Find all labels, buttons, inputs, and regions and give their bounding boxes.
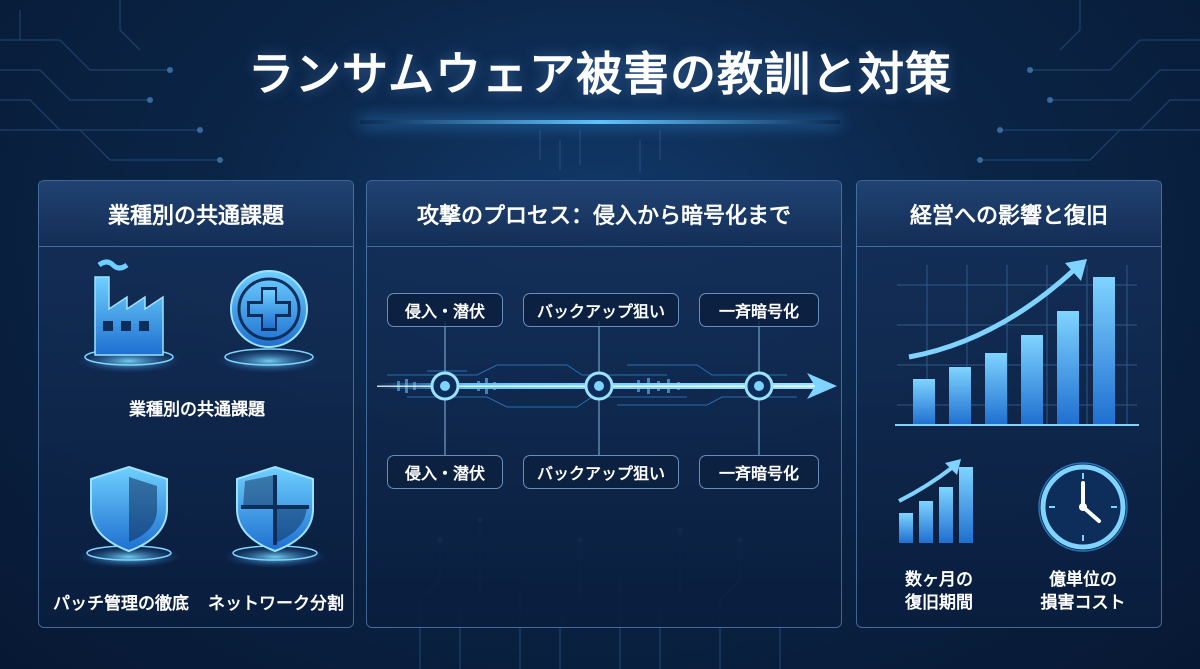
medical-cross-icon	[217, 270, 321, 373]
network-segmentation-caption: ネットワーク分割	[208, 594, 344, 614]
patch-management-caption: パッチ管理の徹底	[53, 594, 189, 614]
attack-process-heading: 攻撃のプロセス：侵入から暗号化まで	[367, 181, 841, 247]
industry-panel-heading: 業種別の共通課題	[39, 181, 353, 247]
stage-mass-encryption-bottom: 一斉暗号化	[699, 455, 819, 489]
recovery-period-line1: 数ヶ月の	[905, 570, 973, 590]
business-impact-panel: 経営への影響と復旧	[856, 180, 1162, 628]
industry-panel: 業種別の共通課題 業種別の共通課題	[38, 180, 354, 628]
bar-chart-icon	[895, 259, 1139, 426]
segmented-shield-icon	[223, 465, 327, 568]
page-title: ランサムウェア被害の教訓と対策	[247, 47, 953, 101]
growth-chart-icon	[898, 459, 973, 543]
damage-cost-line1: 億単位の	[1049, 570, 1117, 590]
attack-flow-line	[377, 321, 837, 455]
industry-caption: 業種別の共通課題	[129, 400, 265, 420]
recovery-period-line2: 復旧期間	[905, 593, 973, 613]
title-underline-glow	[360, 120, 840, 124]
factory-icon	[77, 259, 181, 373]
shield-icon	[77, 465, 181, 568]
attack-process-panel: 攻撃のプロセス：侵入から暗号化まで	[366, 180, 842, 628]
stage-intrusion-bottom: 侵入・潜伏	[387, 455, 503, 489]
stage-mass-encryption-top: 一斉暗号化	[699, 293, 819, 327]
stage-backup-target-top: バックアップ狙い	[523, 293, 679, 327]
clock-icon	[1038, 462, 1128, 552]
stage-backup-target-bottom: バックアップ狙い	[523, 455, 679, 489]
stage-intrusion-top: 侵入・潜伏	[387, 293, 503, 327]
damage-cost-line2: 損害コスト	[1040, 593, 1126, 613]
business-impact-heading: 経営への影響と復旧	[857, 181, 1161, 247]
